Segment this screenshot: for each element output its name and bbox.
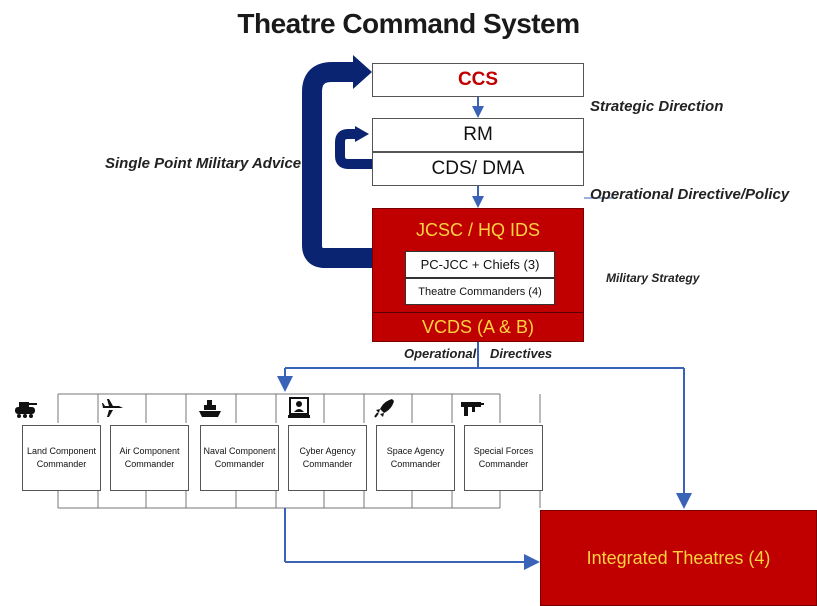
land-component-box: Land Component Commander: [22, 425, 101, 491]
rm-box: RM: [372, 118, 584, 152]
special-forces-box: Special Forces Commander: [464, 425, 543, 491]
gun-icon: [461, 402, 484, 416]
jcsc-title: JCSC / HQ IDS: [415, 220, 540, 240]
jcsc-divider: [373, 312, 583, 313]
pc-jcc-box: PC-JCC + Chiefs (3): [405, 251, 555, 278]
space-agency-box: Space Agency Commander: [376, 425, 455, 491]
ship-icon: [199, 400, 221, 417]
single-point-advice-label: Single Point Military Advice: [105, 155, 302, 172]
military-strategy-label: Military Strategy: [606, 271, 700, 285]
computer-user-icon: [288, 397, 310, 418]
aircraft-icon: [102, 399, 123, 417]
vcds-label: VCDS (A & B): [421, 317, 535, 337]
ccs-box: CCS: [372, 63, 584, 97]
directives-label: Directives: [490, 346, 553, 361]
advice-loop-arrow: [302, 62, 372, 268]
theatre-commanders-box: Theatre Commanders (4): [405, 278, 555, 305]
jcsc-hq-ids-block: JCSC / HQ IDS PC-JCC + Chiefs (3) Theatr…: [372, 208, 584, 342]
cds-rm-loop-arrow: [335, 129, 372, 169]
naval-component-box: Naval Component Commander: [200, 425, 279, 491]
cds-dma-box: CDS/ DMA: [372, 152, 584, 186]
operational-directive-label: Operational Directive/Policy: [590, 186, 790, 203]
integrated-theatres-box: Integrated Theatres (4): [540, 510, 817, 606]
page-title: Theatre Command System: [237, 8, 580, 39]
strategic-direction-label: Strategic Direction: [590, 98, 724, 115]
cds-rm-loop-arrowhead: [355, 126, 369, 142]
rocket-icon: [374, 399, 394, 418]
tank-icon: [15, 402, 37, 418]
air-component-box: Air Component Commander: [110, 425, 189, 491]
operational-label: Operational: [404, 346, 477, 361]
cyber-agency-box: Cyber Agency Commander: [288, 425, 367, 491]
advice-loop-arrowhead: [353, 55, 372, 89]
